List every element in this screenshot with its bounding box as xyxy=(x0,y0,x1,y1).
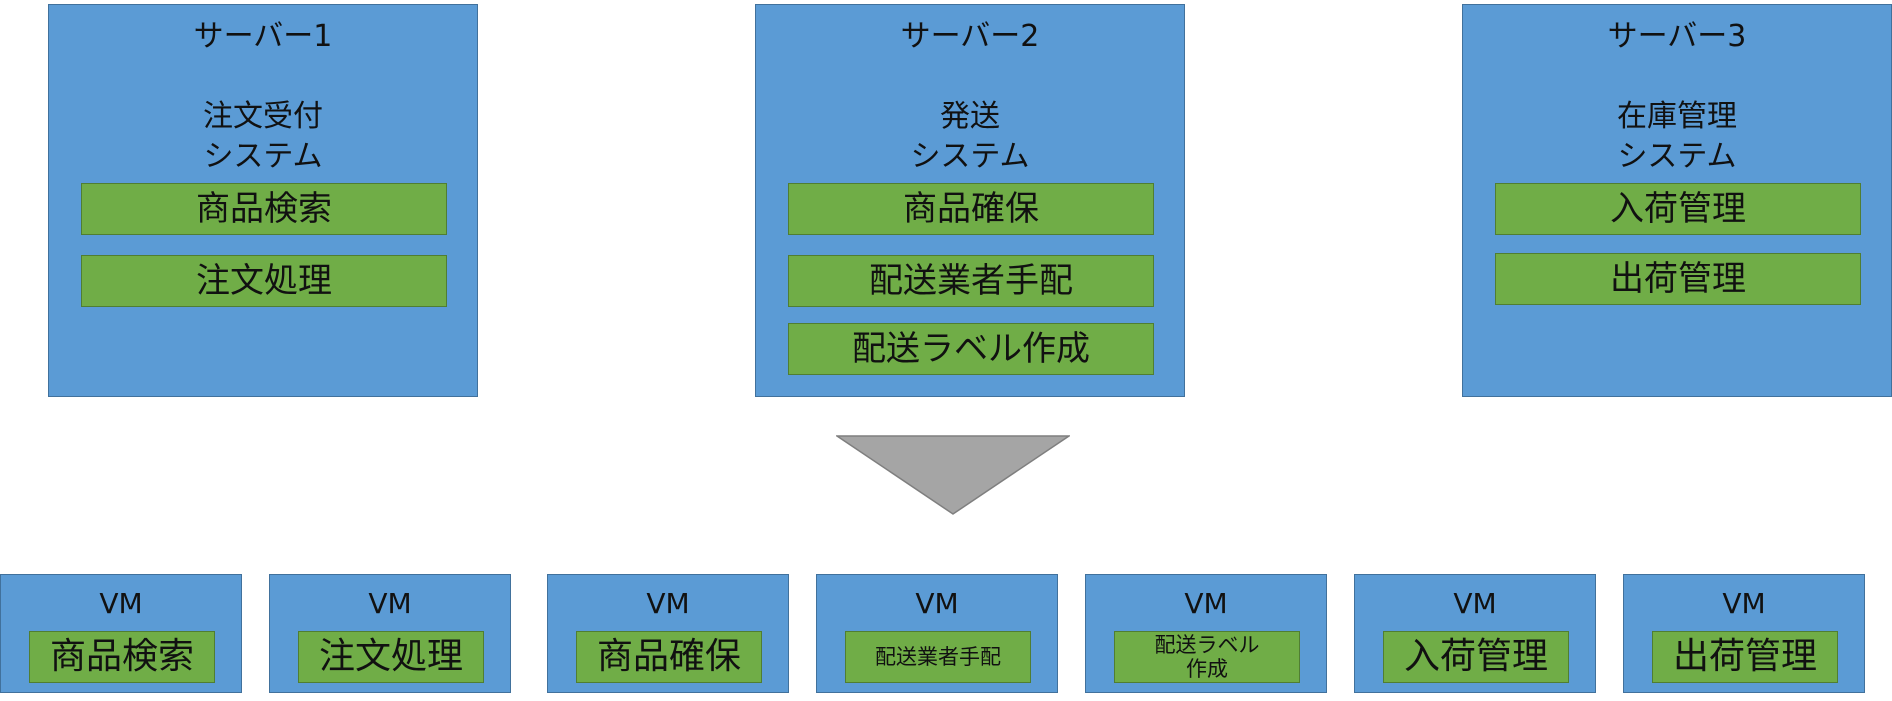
vm-function-search: 商品検索 xyxy=(29,631,215,683)
vm-function-carrier: 配送業者手配 xyxy=(845,631,1031,683)
vm-box-1: VM 商品検索 xyxy=(0,574,242,693)
vm-function-outbound: 出荷管理 xyxy=(1652,631,1838,683)
vm-title: VM xyxy=(1184,587,1228,620)
vm-function-inbound: 入荷管理 xyxy=(1383,631,1569,683)
server-1-title: サーバー1 xyxy=(193,19,333,54)
vm-box-3: VM 商品確保 xyxy=(547,574,789,693)
server-2-function-label: 配送ラベル作成 xyxy=(788,323,1154,375)
server-3-function-inbound: 入荷管理 xyxy=(1495,183,1861,235)
vm-title: VM xyxy=(368,587,412,620)
server-1-function-search: 商品検索 xyxy=(81,183,447,235)
server-3-box: サーバー3 在庫管理 システム 入荷管理 出荷管理 xyxy=(1462,4,1892,397)
down-triangle-icon xyxy=(836,435,1070,515)
server-1-box: サーバー1 注文受付 システム 商品検索 注文処理 xyxy=(48,4,478,397)
server-2-function-carrier: 配送業者手配 xyxy=(788,255,1154,307)
server-2-function-reserve: 商品確保 xyxy=(788,183,1154,235)
vm-title: VM xyxy=(99,587,143,620)
server-2-title: サーバー2 xyxy=(900,19,1040,54)
server-3-system-name: 在庫管理 システム xyxy=(1617,99,1737,174)
vm-box-7: VM 出荷管理 xyxy=(1623,574,1865,693)
vm-box-6: VM 入荷管理 xyxy=(1354,574,1596,693)
vm-box-4: VM 配送業者手配 xyxy=(816,574,1058,693)
vm-box-5: VM 配送ラベル 作成 xyxy=(1085,574,1327,693)
vm-title: VM xyxy=(1722,587,1766,620)
server-1-system-name: 注文受付 システム xyxy=(203,99,323,174)
vm-function-reserve: 商品確保 xyxy=(576,631,762,683)
server-2-system-name: 発送 システム xyxy=(910,99,1030,174)
vm-function-order: 注文処理 xyxy=(298,631,484,683)
vm-function-label: 配送ラベル 作成 xyxy=(1114,631,1300,683)
server-3-function-outbound: 出荷管理 xyxy=(1495,253,1861,305)
vm-box-2: VM 注文処理 xyxy=(269,574,511,693)
server-3-title: サーバー3 xyxy=(1607,19,1747,54)
vm-title: VM xyxy=(1453,587,1497,620)
server-2-box: サーバー2 発送 システム 商品確保 配送業者手配 配送ラベル作成 xyxy=(755,4,1185,397)
vm-title: VM xyxy=(646,587,690,620)
server-1-function-order: 注文処理 xyxy=(81,255,447,307)
vm-title: VM xyxy=(915,587,959,620)
